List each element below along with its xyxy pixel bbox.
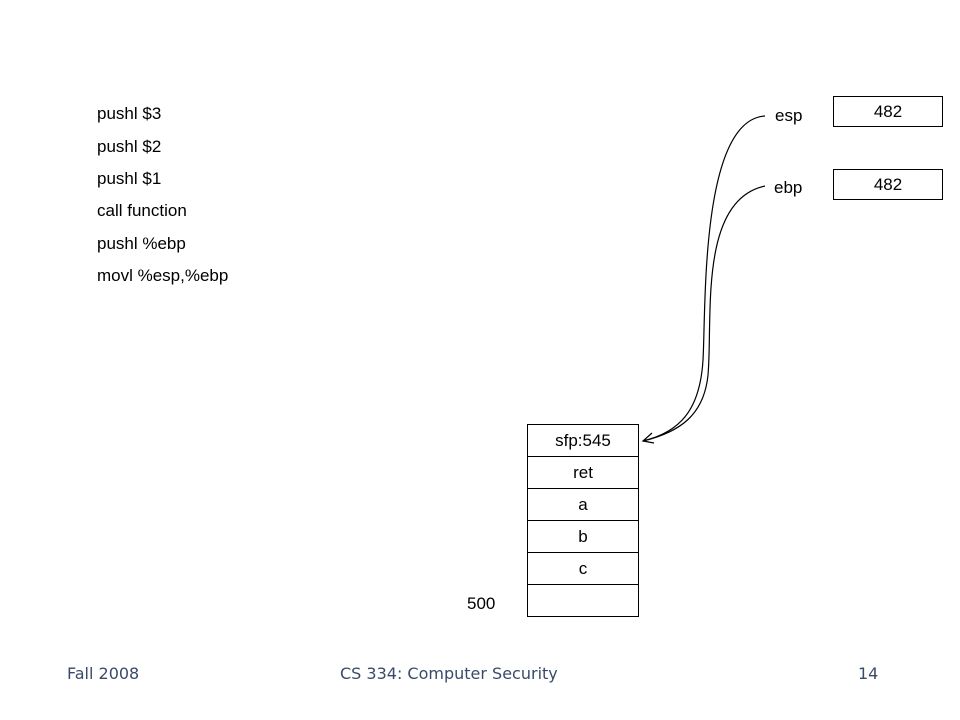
arrowhead-icon <box>641 432 655 444</box>
code-line-5: pushl %ebp <box>97 234 186 253</box>
ebp-value-box: 482 <box>833 169 943 200</box>
stack-cell-sfp: sfp:545 <box>527 424 639 457</box>
code-line-1: pushl $3 <box>97 104 162 123</box>
esp-value-box: 482 <box>833 96 943 127</box>
code-line-3: pushl $1 <box>97 169 162 188</box>
code-line-4: call function <box>97 201 187 220</box>
stack-base-address: 500 <box>467 594 496 613</box>
ebp-label: ebp <box>774 178 803 197</box>
esp-pointer-arrow <box>642 115 766 442</box>
code-line-2: pushl $2 <box>97 137 162 156</box>
footer-date: Fall 2008 <box>67 664 140 683</box>
esp-label: esp <box>775 106 803 125</box>
stack-cell-base <box>527 584 639 617</box>
stack-cell-b: b <box>527 520 639 553</box>
stack-cell-a: a <box>527 488 639 521</box>
stack-cell-c: c <box>527 552 639 585</box>
footer-page-number: 14 <box>858 664 879 683</box>
ebp-pointer-arrow <box>642 185 766 442</box>
footer-course-title: CS 334: Computer Security <box>340 664 558 683</box>
stack-cell-ret: ret <box>527 456 639 489</box>
code-line-6: movl %esp,%ebp <box>97 266 229 285</box>
